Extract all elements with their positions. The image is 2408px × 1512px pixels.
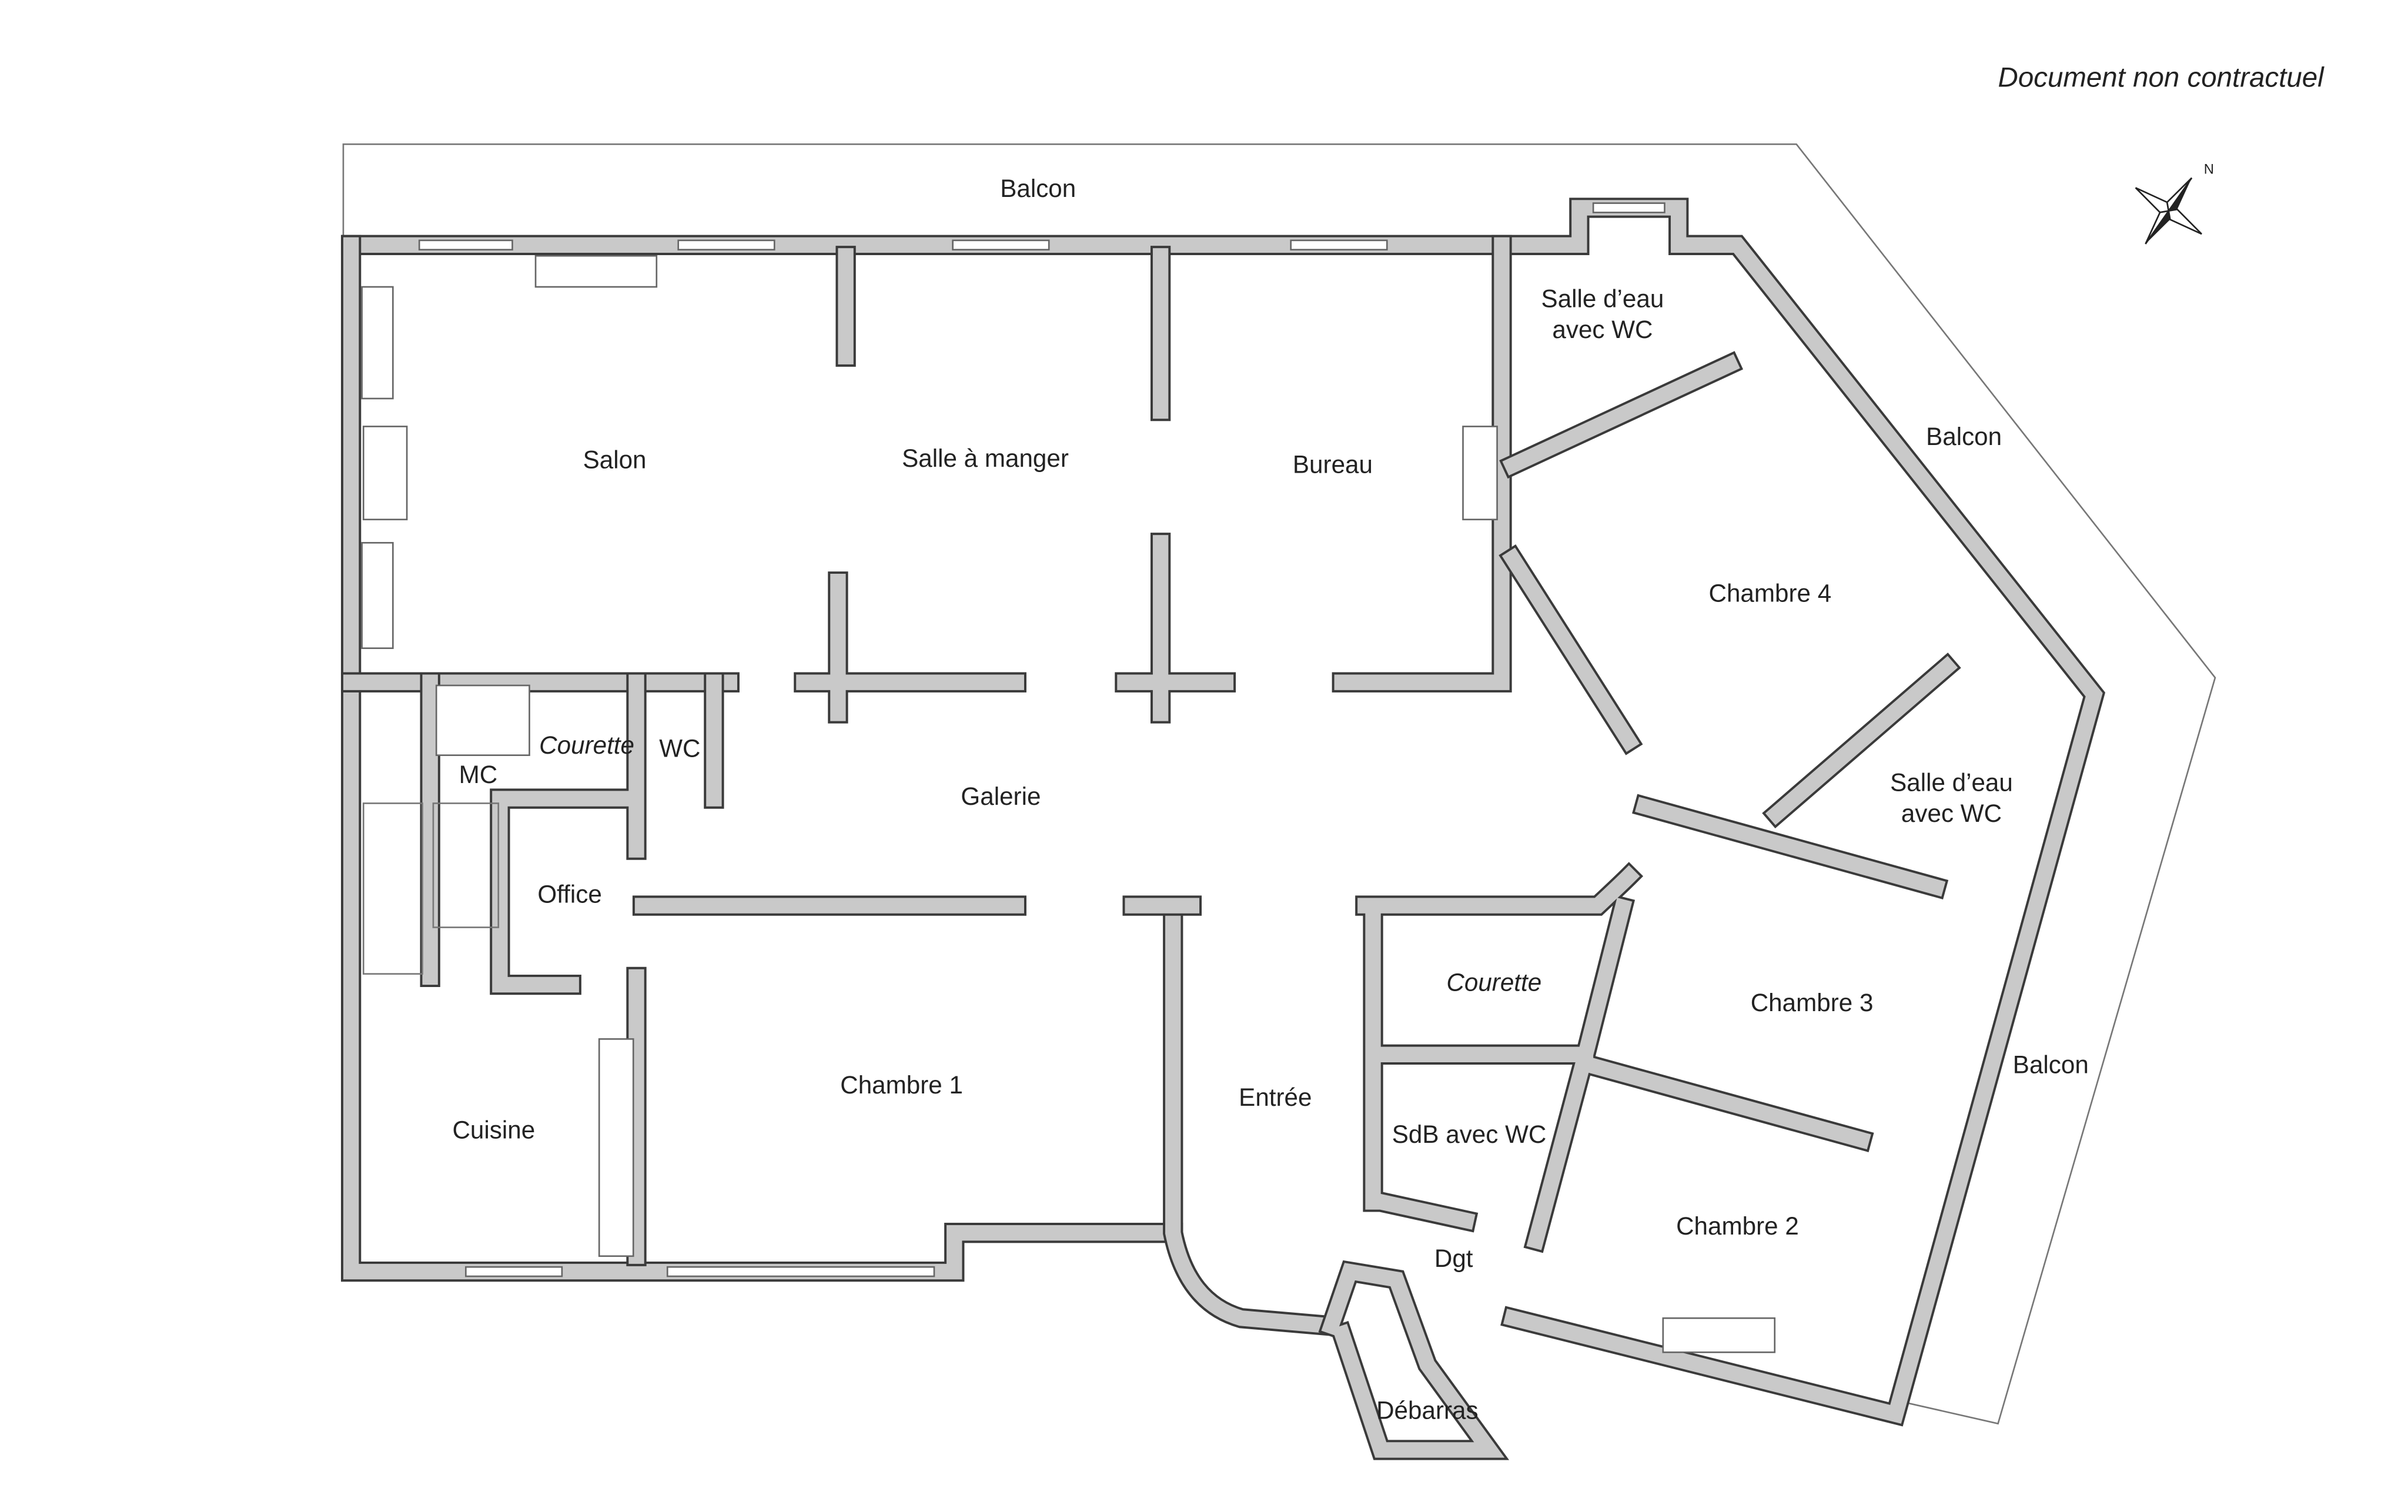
- north-label: N: [2204, 162, 2214, 177]
- room-chambre-2: Chambre 2: [1676, 1212, 1799, 1240]
- room-chambre-4: Chambre 4: [1708, 580, 1831, 607]
- walls: [340, 198, 2106, 1460]
- room-mc: MC: [459, 761, 498, 788]
- room-galerie: Galerie: [961, 782, 1041, 810]
- disclaimer-note: Document non contractuel: [1998, 62, 2325, 93]
- room-sdb: SdB avec WC: [1392, 1120, 1547, 1148]
- room-balcon-north: Balcon: [1000, 175, 1076, 202]
- compass-rose-icon: [2135, 177, 2202, 245]
- room-bureau: Bureau: [1293, 451, 1373, 479]
- room-chambre-1: Chambre 1: [840, 1071, 963, 1099]
- room-salle-deau-1-line2: avec WC: [1552, 316, 1653, 343]
- room-salle-deau-1: Salle d’eau: [1541, 285, 1664, 312]
- room-dgt: Dgt: [1434, 1245, 1473, 1272]
- room-salle-deau-2-line2: avec WC: [1901, 800, 2002, 827]
- room-chambre-3: Chambre 3: [1751, 989, 1874, 1016]
- room-balcon-east: Balcon: [1926, 423, 2002, 450]
- room-cuisine: Cuisine: [452, 1116, 535, 1143]
- room-debarras: Débarras: [1376, 1397, 1479, 1424]
- room-courette-2: Courette: [1446, 969, 1541, 996]
- room-office: Office: [537, 880, 601, 908]
- room-balcon-southeast: Balcon: [2013, 1051, 2089, 1078]
- balcony-outline: [342, 143, 2216, 1425]
- room-entree: Entrée: [1239, 1083, 1312, 1111]
- room-wc: WC: [659, 734, 700, 762]
- room-courette-1: Courette: [539, 731, 634, 759]
- stairs: [362, 802, 500, 975]
- room-salon: Salon: [583, 446, 647, 474]
- windows: [361, 202, 1776, 1353]
- room-salle-a-manger: Salle à manger: [902, 444, 1069, 472]
- room-salle-deau-2: Salle d’eau: [1890, 768, 2013, 796]
